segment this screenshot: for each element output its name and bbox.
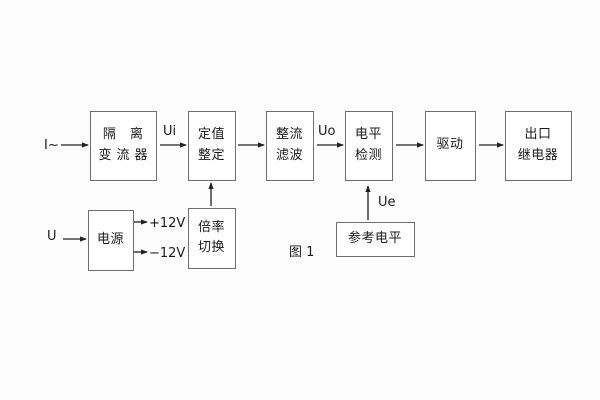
rail-negative-12v: −12V — [149, 246, 186, 261]
block-rectangles — [88, 111, 572, 271]
signal-ue: Ue — [378, 195, 396, 210]
input-label-voltage-input: U — [47, 229, 57, 244]
block-drive — [425, 111, 476, 181]
signal-uo: Uo — [318, 124, 336, 139]
connector-arrows — [61, 142, 504, 255]
signal-ui: Ui — [163, 124, 177, 139]
block-power-supply — [88, 210, 134, 271]
block-isolation-transformer — [90, 111, 157, 181]
block-reference-level — [336, 222, 415, 257]
block-multiplier-switch — [188, 208, 236, 269]
block-output-relay — [505, 111, 572, 181]
input-label-current-input: I~ — [44, 138, 59, 153]
block-rectifier-filter — [266, 111, 314, 181]
figure-caption: 图 1 — [289, 245, 315, 260]
block-setting-value — [188, 111, 236, 181]
block-level-detection — [345, 111, 393, 181]
rail-positive-12v: +12V — [149, 216, 186, 231]
